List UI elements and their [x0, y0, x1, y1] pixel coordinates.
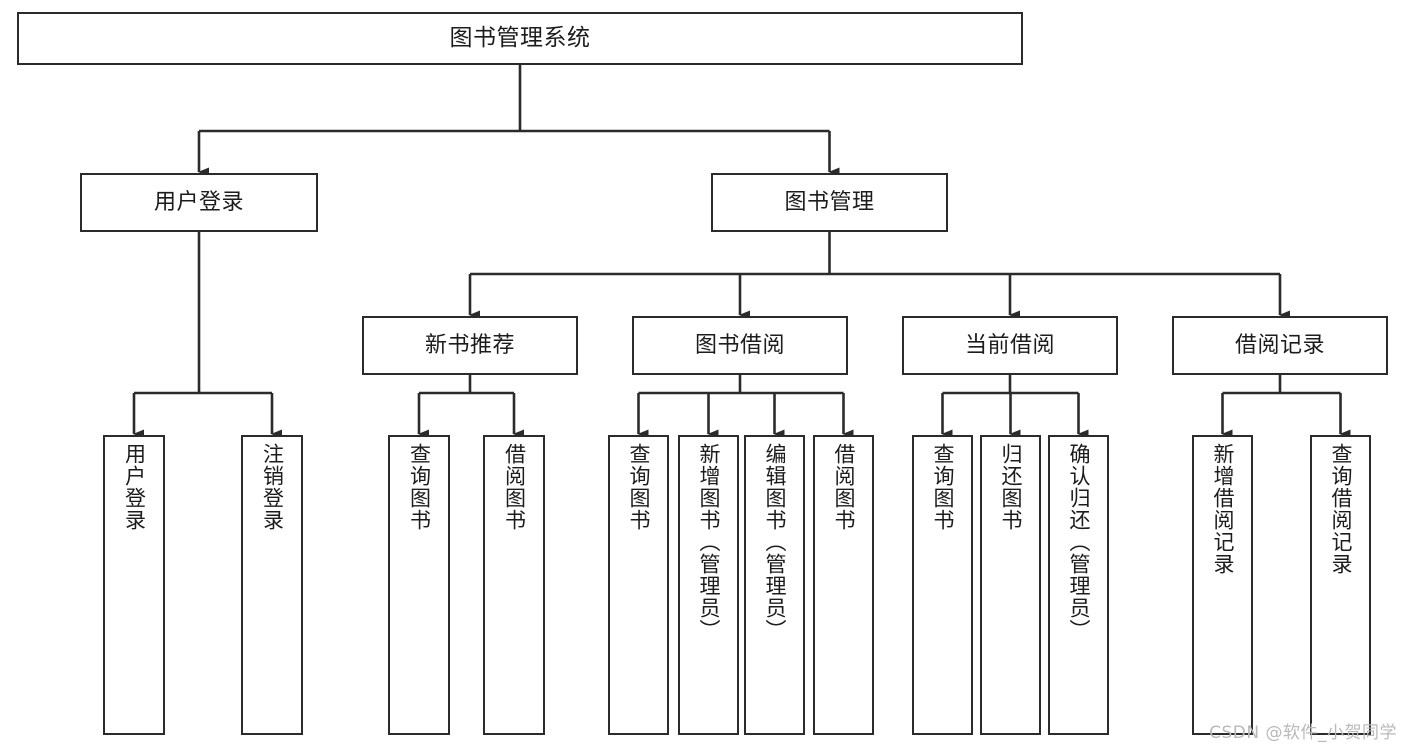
node-leaf-user-login-label: 用户登录	[122, 443, 147, 531]
node-new-book-rec-label: 新书推荐	[424, 332, 515, 358]
node-leaf-borrow-book-2[interactable]: 借阅图书	[813, 435, 874, 735]
node-new-book-rec[interactable]: 新书推荐	[362, 316, 578, 375]
node-book-borrow[interactable]: 图书借阅	[632, 316, 848, 375]
node-borrow-record[interactable]: 借阅记录	[1172, 316, 1388, 375]
node-leaf-logout-label: 注销登录	[260, 443, 285, 531]
node-leaf-query-book-2[interactable]: 查询图书	[608, 435, 669, 735]
node-leaf-query-book-2-label: 查询图书	[627, 443, 652, 531]
node-leaf-borrow-book-2-label: 借阅图书	[832, 443, 857, 531]
watermark-text: CSDN @软件_小贺同学	[1209, 723, 1397, 743]
node-leaf-borrow-book-1[interactable]: 借阅图书	[483, 435, 545, 735]
node-leaf-confirm-return-label: 确认归还（管理员）	[1067, 443, 1092, 641]
node-current-borrow-label: 当前借阅	[964, 332, 1055, 358]
node-leaf-query-book-1[interactable]: 查询图书	[388, 435, 450, 735]
node-leaf-return-book-label: 归还图书	[999, 443, 1024, 531]
node-book-manage[interactable]: 图书管理	[711, 173, 948, 232]
node-leaf-edit-book-label: 编辑图书（管理员）	[763, 443, 788, 641]
node-root-label: 图书管理系统	[449, 24, 591, 51]
node-root[interactable]: 图书管理系统	[17, 12, 1023, 65]
node-user-login[interactable]: 用户登录	[80, 173, 318, 232]
node-leaf-query-book-3[interactable]: 查询图书	[912, 435, 973, 735]
node-leaf-add-book-label: 新增图书（管理员）	[697, 443, 722, 641]
node-leaf-add-book[interactable]: 新增图书（管理员）	[678, 435, 739, 735]
node-leaf-logout[interactable]: 注销登录	[241, 435, 303, 735]
node-leaf-query-record[interactable]: 查询借阅记录	[1310, 435, 1371, 735]
node-leaf-query-book-3-label: 查询图书	[931, 443, 956, 531]
node-leaf-return-book[interactable]: 归还图书	[980, 435, 1041, 735]
node-leaf-user-login[interactable]: 用户登录	[103, 435, 165, 735]
node-leaf-query-record-label: 查询借阅记录	[1329, 443, 1354, 575]
node-book-manage-label: 图书管理	[784, 189, 875, 215]
node-leaf-add-record-label: 新增借阅记录	[1211, 443, 1236, 575]
node-leaf-confirm-return[interactable]: 确认归还（管理员）	[1048, 435, 1109, 735]
node-user-login-label: 用户登录	[153, 189, 244, 215]
node-leaf-borrow-book-1-label: 借阅图书	[502, 443, 527, 531]
node-leaf-edit-book[interactable]: 编辑图书（管理员）	[744, 435, 805, 735]
node-borrow-record-label: 借阅记录	[1234, 332, 1325, 358]
node-leaf-query-book-1-label: 查询图书	[407, 443, 432, 531]
node-leaf-add-record[interactable]: 新增借阅记录	[1192, 435, 1253, 735]
node-current-borrow[interactable]: 当前借阅	[902, 316, 1118, 375]
node-book-borrow-label: 图书借阅	[694, 332, 785, 358]
